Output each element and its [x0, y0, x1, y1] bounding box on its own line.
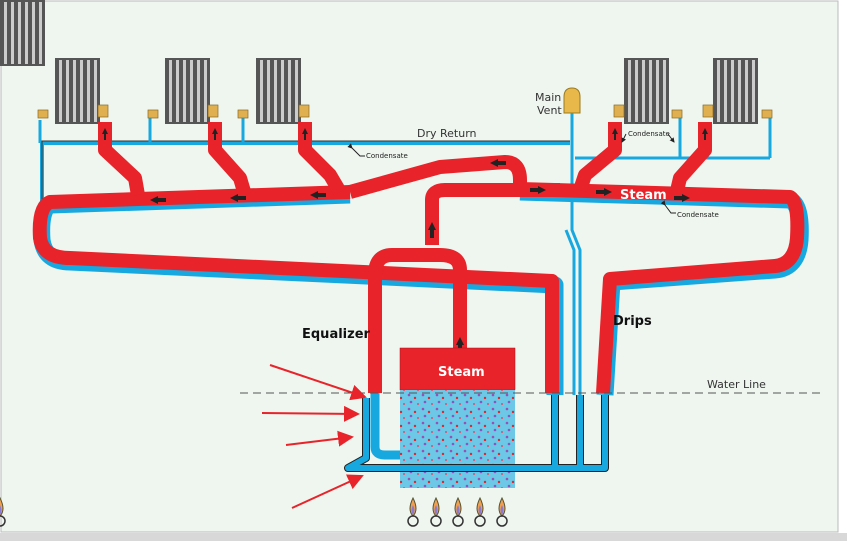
condensate-pointer	[667, 133, 675, 143]
annotation-arrows	[261, 364, 367, 509]
condensate-label: Condensate	[677, 211, 719, 219]
condensate-pointer	[347, 143, 365, 157]
condensate-pointer	[621, 133, 627, 143]
steam-main-label: Steam	[620, 188, 667, 203]
wet-return-pipe	[344, 393, 609, 472]
burner-flame-icon	[0, 496, 6, 527]
radiator-valves	[37, 104, 773, 119]
equalizer-label: Equalizer	[302, 327, 371, 342]
dry-return-pipe	[38, 112, 772, 205]
condensate-label: Condensate	[628, 130, 670, 138]
burners	[0, 496, 6, 527]
radiators	[0, 0, 45, 66]
water-line-label: Water Line	[707, 378, 766, 391]
condensate-label: Condensate	[366, 152, 408, 160]
main-vent	[563, 87, 582, 395]
drips-label: Drips	[613, 314, 652, 329]
flow-arrows	[102, 128, 708, 353]
radiator	[0, 0, 45, 66]
main-vent-label-2: Vent	[537, 104, 562, 117]
main-vent-label: Main	[535, 91, 561, 104]
bottom-shadow	[0, 533, 847, 541]
condensate-pointer	[660, 200, 676, 214]
steam-boiler-label: Steam	[438, 365, 485, 380]
dry-return-label: Dry Return	[417, 127, 477, 140]
